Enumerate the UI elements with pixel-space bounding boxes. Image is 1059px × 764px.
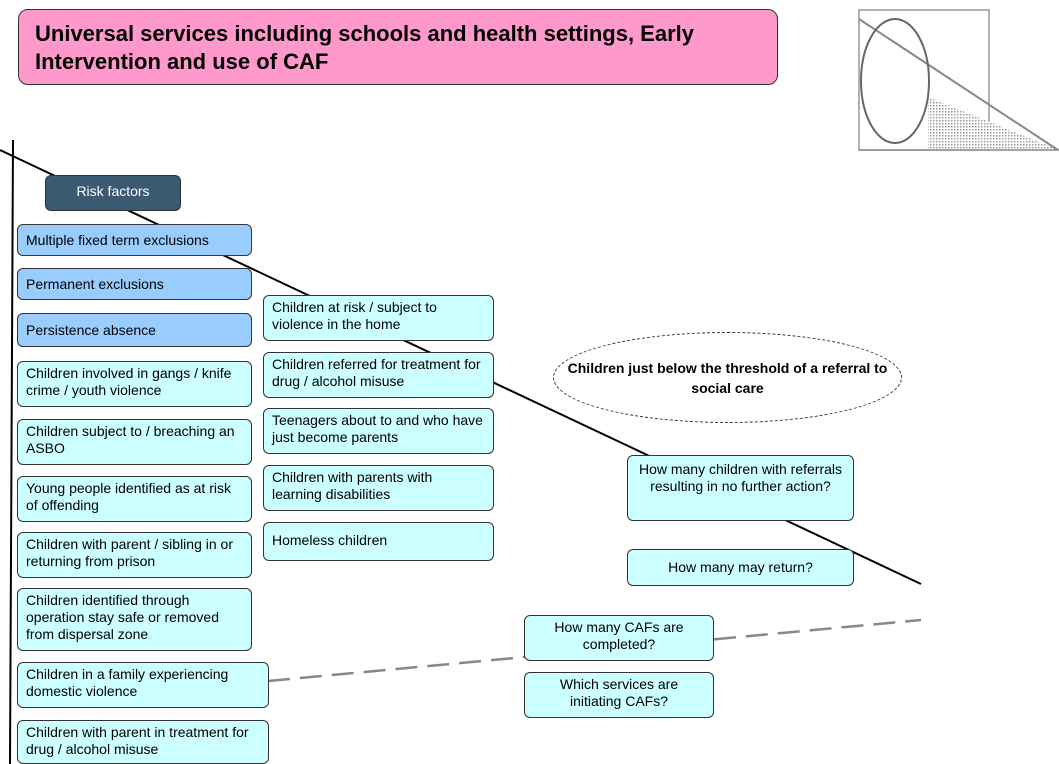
left-box-5: Children subject to / breaching an ASBO [17,419,252,465]
left-vertical-line [9,139,14,764]
middle-box-2: Children referred for treatment for drug… [263,352,494,398]
left-box-2: Permanent exclusions [17,268,252,300]
question-services-initiating: Which services are initiating CAFs? [524,672,714,718]
left-box-10: Children with parent in treatment for dr… [17,720,269,764]
question-may-return: How many may return? [627,549,854,586]
question-cafs-completed: How many CAFs are completed? [524,615,714,661]
left-box-1: Multiple fixed term exclusions [17,224,252,256]
left-box-8: Children identified through operation st… [17,588,252,651]
left-box-7: Children with parent / sibling in or ret… [17,532,252,578]
left-box-9: Children in a family experiencing domest… [17,662,269,708]
triangle-logo-icon [858,9,1059,151]
middle-box-3: Teenagers about to and who have just bec… [263,408,494,454]
left-box-4: Children involved in gangs / knife crime… [17,361,252,407]
middle-box-4: Children with parents with learning disa… [263,465,494,511]
question-no-further-action: How many children with referrals resulti… [627,455,854,521]
left-box-6: Young people identified as at risk of of… [17,476,252,522]
risk-factors-label: Risk factors [45,175,181,211]
threshold-ellipse: Children just below the threshold of a r… [553,332,902,423]
page-title: Universal services including schools and… [18,9,778,85]
middle-box-1: Children at risk / subject to violence i… [263,295,494,341]
middle-box-5: Homeless children [263,522,494,561]
left-box-3: Persistence absence [17,313,252,347]
